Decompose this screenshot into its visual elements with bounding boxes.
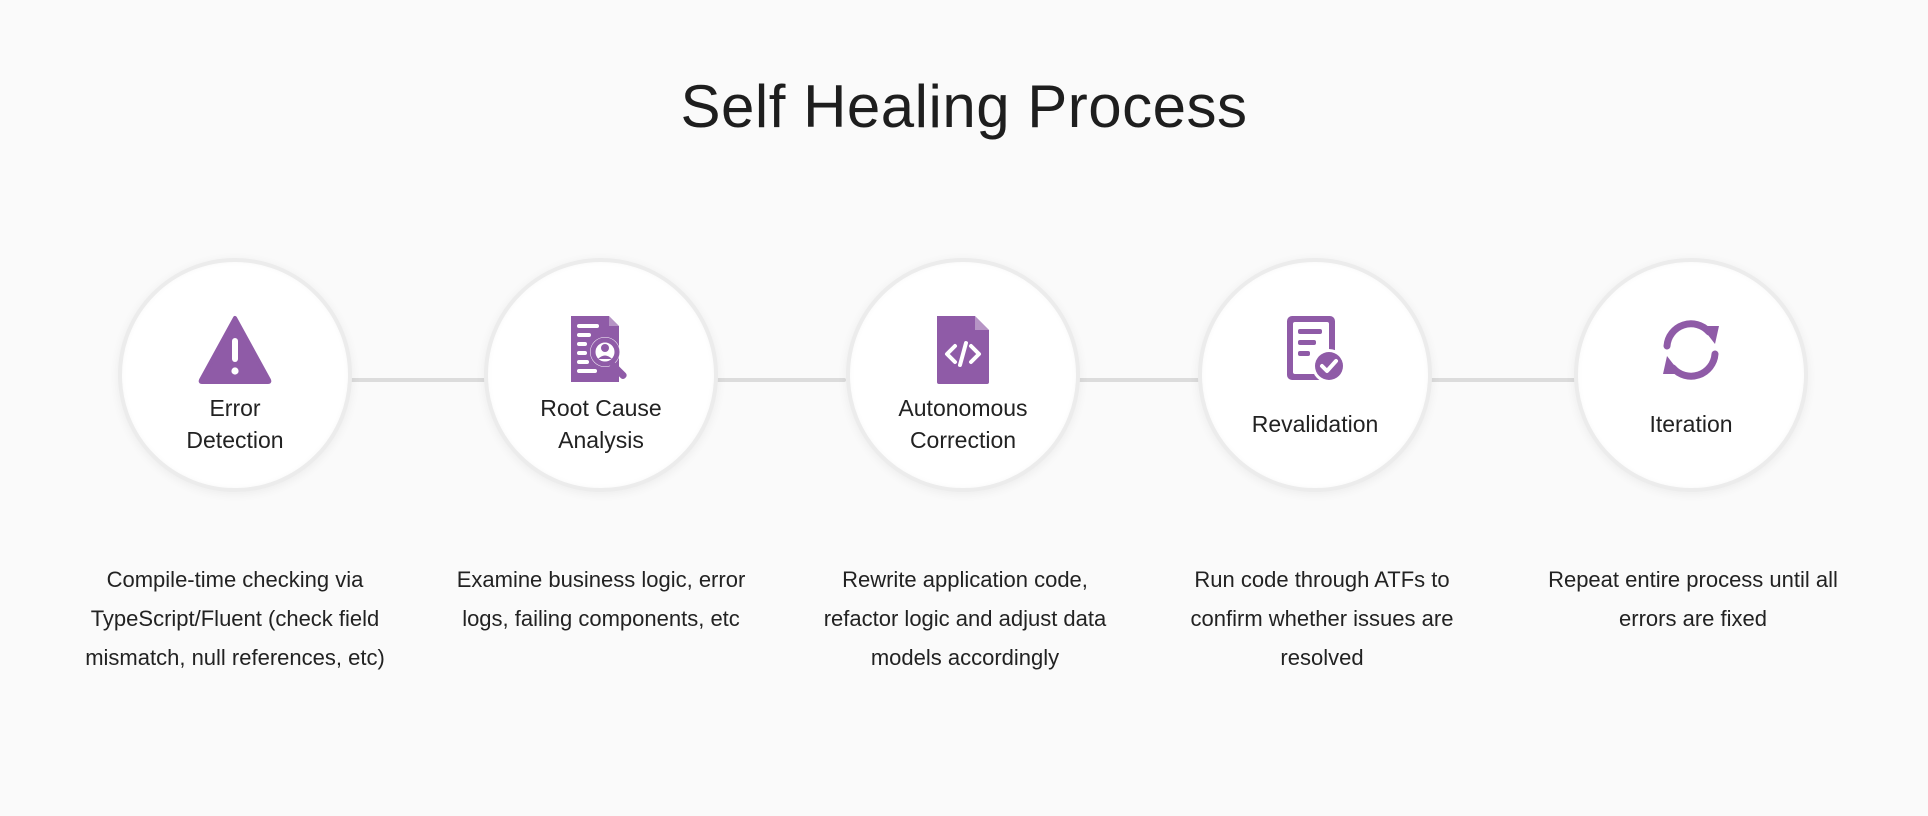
diagram-title: Self Healing Process	[680, 73, 1248, 140]
step-iteration: Iteration	[1574, 258, 1808, 492]
step-label-line: Correction	[909, 427, 1017, 453]
refresh-icon	[1653, 312, 1729, 388]
connector-4-5	[1430, 378, 1576, 382]
description-line: Repeat entire process until all	[1548, 567, 1838, 592]
step-label-line: Detection	[186, 427, 284, 453]
description-line: TypeScript/Fluent (check field	[90, 606, 380, 631]
description-line: Rewrite application code,	[842, 567, 1088, 592]
document-check-icon	[1277, 312, 1353, 388]
description-line: refactor logic and adjust data	[823, 606, 1107, 631]
step-label-line: Analysis	[558, 427, 644, 453]
step-label: Error Detection	[132, 392, 338, 456]
step-description: Rewrite application code, refactor logic…	[800, 560, 1130, 677]
step-description: Run code through ATFs to confirm whether…	[1157, 560, 1487, 677]
step-root-cause-analysis: Root Cause Analysis	[484, 258, 718, 492]
step-autonomous-correction: Autonomous Correction	[846, 258, 1080, 492]
step-description: Repeat entire process until all errors a…	[1528, 560, 1858, 638]
code-file-icon	[925, 312, 1001, 388]
step-description: Examine business logic, error logs, fail…	[436, 560, 766, 638]
step-label-line: Revalidation	[1251, 411, 1379, 437]
description-line: errors are fixed	[1619, 606, 1767, 631]
connector-3-4	[1076, 378, 1200, 382]
step-label: Iteration	[1588, 408, 1794, 440]
description-line: Run code through ATFs to	[1194, 567, 1450, 592]
step-label-line: Iteration	[1649, 411, 1733, 437]
description-line: confirm whether issues are	[1190, 606, 1454, 631]
connector-2-3	[716, 378, 846, 382]
step-label: Autonomous Correction	[860, 392, 1066, 456]
step-revalidation: Revalidation	[1198, 258, 1432, 492]
description-line: mismatch, null references, etc)	[85, 645, 385, 670]
step-label-line: Root Cause	[540, 395, 662, 421]
document-search-icon	[563, 312, 639, 388]
description-line: models accordingly	[870, 645, 1060, 670]
connector-1-2	[350, 378, 486, 382]
step-label-line: Error	[209, 395, 261, 421]
description-line: logs, failing components, etc	[462, 606, 740, 631]
step-label: Revalidation	[1212, 408, 1418, 440]
step-label-line: Autonomous	[898, 395, 1028, 421]
warning-icon	[197, 312, 273, 388]
description-line: Compile-time checking via	[106, 567, 364, 592]
description-line: resolved	[1280, 645, 1364, 670]
description-line: Examine business logic, error	[456, 567, 746, 592]
step-description: Compile-time checking via TypeScript/Flu…	[70, 560, 400, 677]
step-error-detection: Error Detection	[118, 258, 352, 492]
step-label: Root Cause Analysis	[498, 392, 704, 456]
